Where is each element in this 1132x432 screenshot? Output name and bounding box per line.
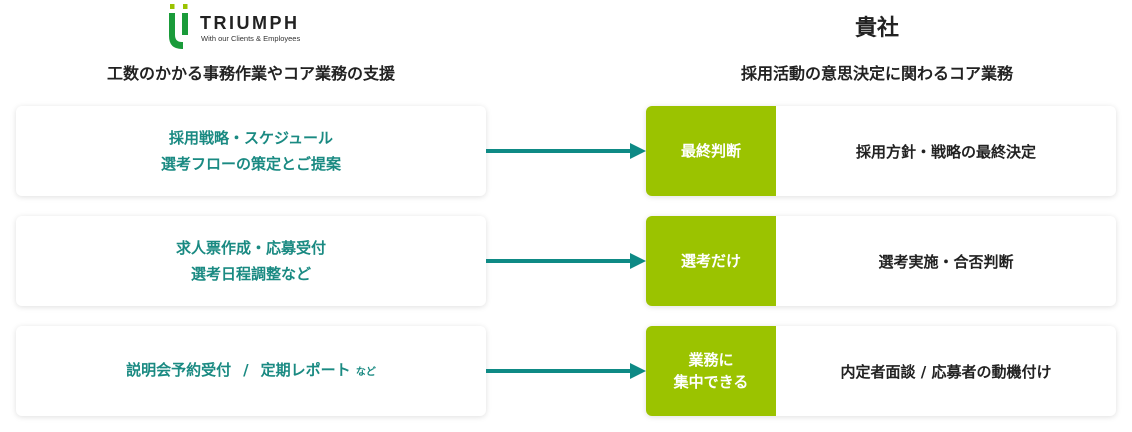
core-task-box-3: 業務に 集中できる 内定者面談 / 応募者の動機付け bbox=[646, 326, 1116, 416]
left-column-header: 工数のかかる事務作業やコア業務の支援 bbox=[106, 64, 395, 83]
role-tag: 最終判断 bbox=[646, 106, 776, 196]
support-line: 選考フローの策定とご提案 bbox=[160, 155, 341, 173]
right-column-title: 貴社 bbox=[854, 16, 899, 41]
right-column-header: 採用活動の意思決定に関わるコア業務 bbox=[740, 64, 1013, 83]
support-line: 求人票作成・応募受付 bbox=[175, 239, 326, 257]
support-box-3: 説明会予約受付 / 定期レポート など bbox=[16, 326, 486, 416]
arrow-right-icon bbox=[486, 253, 646, 269]
triumph-logo-mark-icon bbox=[169, 4, 188, 49]
support-box-1: 採用戦略・スケジュール 選考フローの策定とご提案 bbox=[16, 106, 486, 196]
role-tag: 選考だけ bbox=[646, 216, 776, 306]
core-task-label: 採用方針・戦略の最終決定 bbox=[855, 142, 1036, 161]
support-line: 採用戦略・スケジュール bbox=[169, 129, 333, 147]
triumph-logo: TRIUMPH With our Clients & Employees bbox=[168, 4, 348, 52]
support-item: 説明会予約受付 bbox=[126, 360, 232, 379]
role-tag-line: 集中できる bbox=[673, 373, 749, 391]
logo-wordmark: TRIUMPH bbox=[200, 13, 300, 33]
role-tag-line: 業務に bbox=[688, 351, 734, 369]
core-task-label: 選考実施・合否判断 bbox=[878, 252, 1014, 271]
core-task-box-1: 最終判断 採用方針・戦略の最終決定 bbox=[646, 106, 1116, 196]
core-task-box-2: 選考だけ 選考実施・合否判断 bbox=[646, 216, 1116, 306]
support-item-suffix: など bbox=[355, 366, 376, 378]
support-line: 選考日程調整など bbox=[190, 265, 311, 283]
flow-row-1: 採用戦略・スケジュール 選考フローの策定とご提案 最終判断 採用方針・戦略の最終… bbox=[0, 106, 1132, 198]
support-box-2: 求人票作成・応募受付 選考日程調整など bbox=[16, 216, 486, 306]
arrow-right-icon bbox=[486, 363, 646, 379]
logo-tagline: With our Clients & Employees bbox=[201, 34, 301, 43]
flow-row-3: 説明会予約受付 / 定期レポート など 業務に 集中できる 内定者面談 / 応募者の… bbox=[0, 326, 1132, 418]
separator: / bbox=[243, 360, 249, 379]
support-item: 定期レポート bbox=[260, 360, 351, 379]
role-tag: 業務に 集中できる bbox=[646, 326, 776, 416]
arrow-right-icon bbox=[486, 143, 646, 159]
core-task-label: 内定者面談 / 応募者の動機付け bbox=[840, 362, 1052, 381]
flow-row-2: 求人票作成・応募受付 選考日程調整など 選考だけ 選考実施・合否判断 bbox=[0, 216, 1132, 308]
